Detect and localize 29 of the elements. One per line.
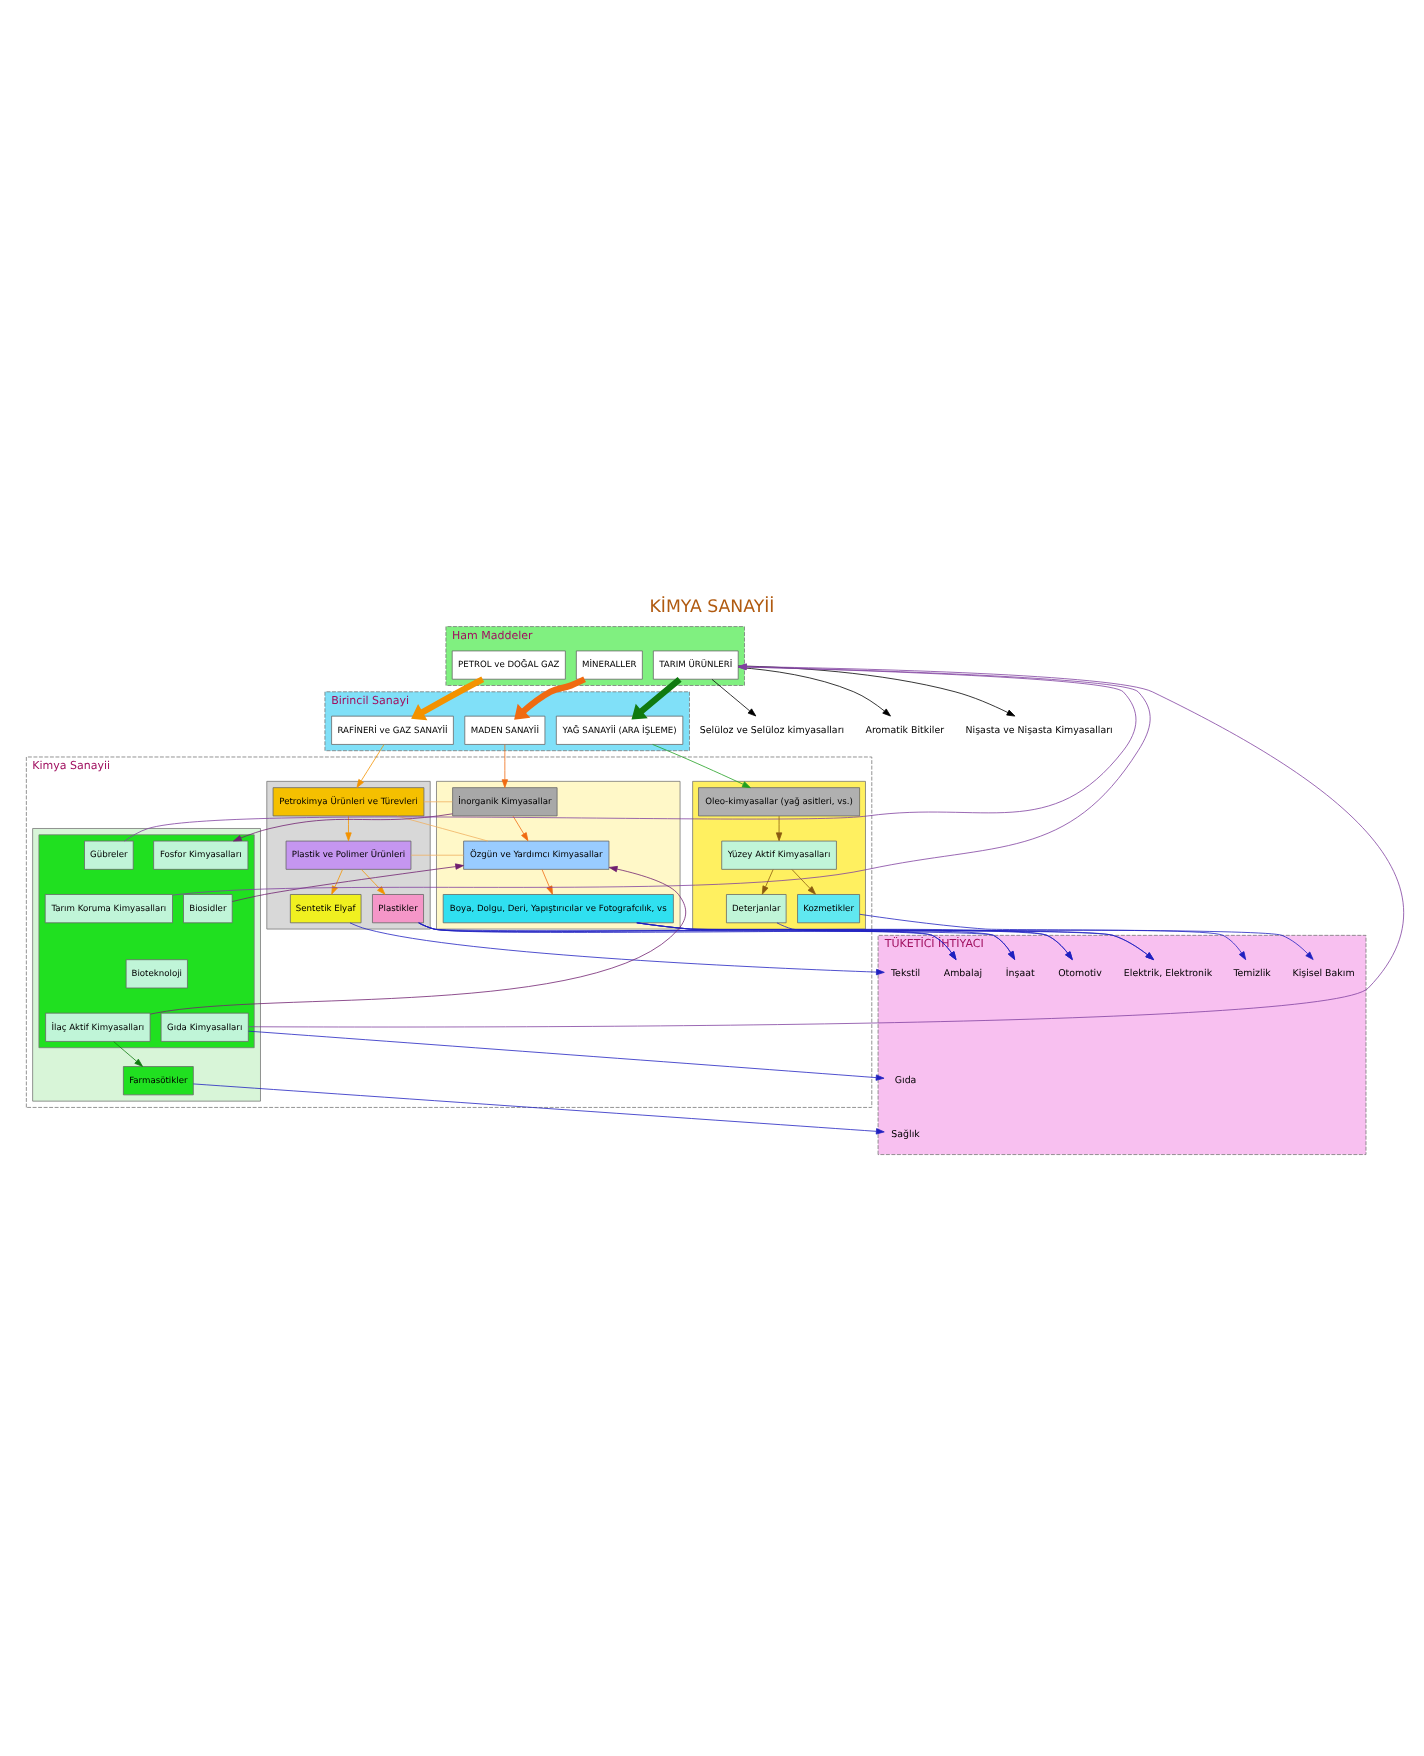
connector	[396, 815, 489, 842]
arrow	[356, 744, 385, 788]
arrow	[775, 815, 783, 842]
connector	[410, 854, 464, 856]
arrow	[248, 1030, 885, 1081]
arrow	[231, 863, 464, 902]
arrow	[233, 813, 453, 842]
arrow	[711, 678, 757, 717]
diagram-title: KİMYA SANAYİİ	[649, 598, 775, 619]
arrow	[541, 869, 553, 895]
arrow	[761, 869, 774, 895]
cluster	[32, 828, 261, 1102]
arrow	[512, 815, 529, 842]
arrow	[149, 865, 687, 1015]
arrow	[193, 1083, 885, 1135]
arrow	[172, 663, 1151, 896]
arrow	[124, 663, 1137, 842]
arrow	[791, 869, 816, 895]
arrow	[631, 676, 682, 720]
connector	[423, 801, 453, 803]
arrow	[349, 922, 885, 976]
arrow	[345, 815, 352, 842]
arrow	[331, 869, 343, 895]
arrow	[361, 869, 386, 895]
arrow	[514, 676, 586, 720]
arrow	[248, 663, 1404, 1028]
arrow	[652, 744, 751, 789]
arrow	[501, 744, 508, 788]
arrow	[113, 1041, 143, 1067]
